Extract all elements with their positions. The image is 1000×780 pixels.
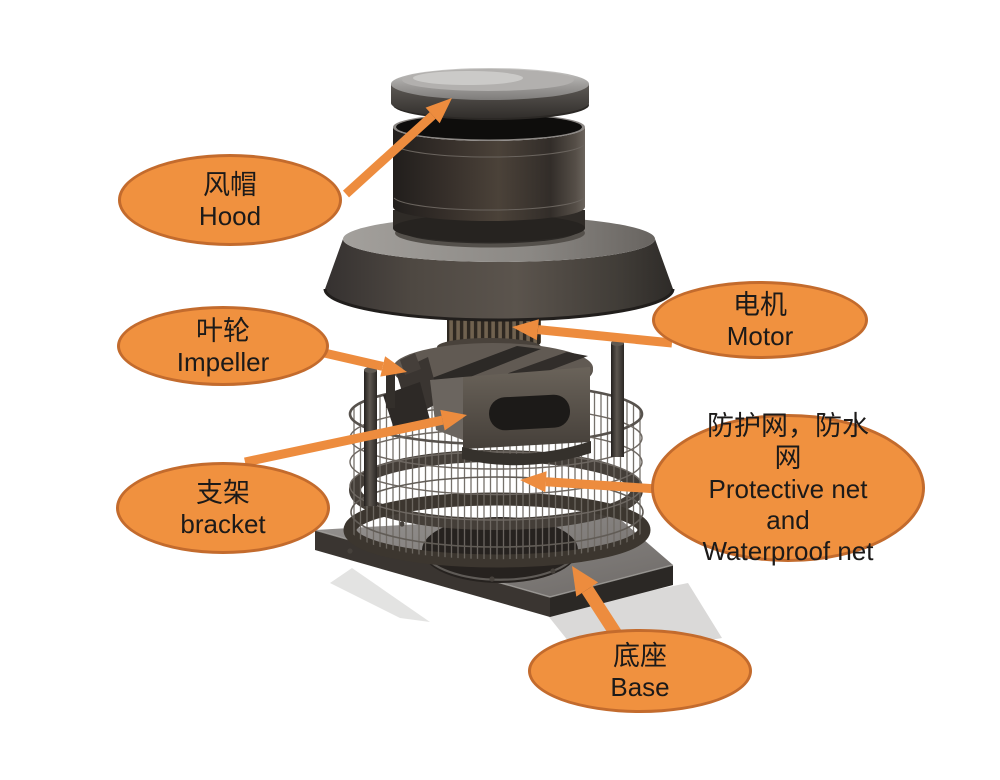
duct-cylinder-part — [393, 113, 585, 242]
base-label-en: Base — [610, 671, 670, 702]
corner-posts — [364, 340, 624, 506]
callout-arrows — [244, 98, 673, 641]
motor-arrow — [512, 319, 673, 348]
bracket-label: 支架 bracket — [116, 462, 330, 554]
net-label-en-1: Protective net — [708, 473, 868, 504]
motor-label: 电机 Motor — [652, 281, 868, 359]
motor-rail — [424, 346, 541, 385]
bracket-frame-part — [364, 340, 624, 506]
net-label-zh-2: 网 — [774, 442, 802, 473]
net-label-en-3: Waterproof net — [702, 535, 874, 566]
impeller-label-zh: 叶轮 — [196, 315, 250, 346]
base-label-zh: 底座 — [613, 640, 667, 671]
net-label-en-2: and — [766, 504, 810, 535]
bracket-label-en: bracket — [180, 508, 266, 539]
impeller-label-en: Impeller — [176, 346, 270, 377]
hood-label: 风帽 Hood — [118, 154, 342, 246]
motor-label-zh: 电机 — [733, 289, 787, 320]
motor-label-en: Motor — [726, 320, 794, 351]
protective-net-arrow — [520, 471, 659, 494]
impeller-label: 叶轮 Impeller — [117, 306, 329, 386]
bracket-part — [462, 367, 591, 466]
protective-net-label: 防护网，防水 网 Protective net and Waterproof n… — [651, 411, 925, 566]
net-label-zh-1: 防护网，防水 — [707, 410, 869, 441]
hood-label-zh: 风帽 — [203, 169, 257, 200]
bracket-arrow — [244, 409, 467, 467]
base-label: 底座 Base — [528, 629, 752, 713]
base-arrow — [572, 566, 624, 641]
hood-label-en: Hood — [198, 200, 262, 231]
impeller-arrow — [318, 347, 407, 377]
hood-arrow — [342, 98, 452, 198]
bracket-label-zh: 支架 — [196, 477, 250, 508]
hood-part — [391, 68, 589, 120]
